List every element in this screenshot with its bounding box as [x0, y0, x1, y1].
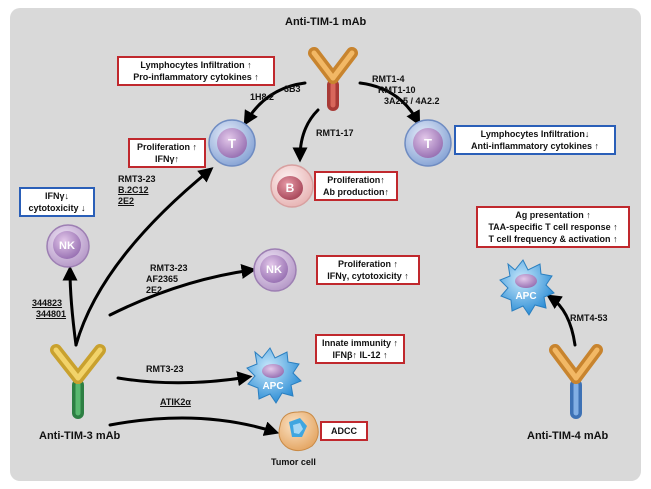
tumor-cell-icon	[278, 411, 319, 452]
effect-line: Innate immunity ↑	[321, 338, 398, 348]
effect-line: cytotoxicity ↓	[28, 203, 86, 213]
clone-af2365: AF2365	[146, 274, 179, 284]
clone-344823: 344823	[32, 298, 63, 308]
effect-line: Lymphocytes Infiltration ↑	[140, 60, 252, 70]
t-cell-left-icon: T	[208, 119, 256, 167]
tim1-title: Anti-TIM-1 mAb	[285, 16, 367, 28]
t-cell-left-label: T	[228, 136, 236, 151]
effect-box-tim1-right: Lymphocytes Infiltration↓ Anti-inflammat…	[454, 125, 616, 155]
arrow-tim1-to-t-left	[243, 81, 307, 126]
arrow-tim4-to-apc	[546, 294, 577, 347]
effect-box-adcc: ADCC	[320, 421, 368, 441]
effect-box-apc-mid: Innate immunity ↑ IFNβ↑ IL-12 ↑	[315, 334, 405, 364]
effect-line: Proliferation ↑	[337, 259, 398, 269]
apc-right-icon: APC	[499, 259, 555, 316]
clone-1h82: 1H8.2	[250, 92, 275, 102]
arrow-tim1-to-b	[292, 108, 320, 163]
effect-box-nk-left: IFNγ↓ cytotoxicity ↓	[19, 187, 95, 217]
effect-box-apc-right: Ag presentation ↑ TAA-specific T cell re…	[476, 206, 630, 248]
clone-3b3: 3B3	[284, 84, 301, 94]
effect-box-tim1-left: Lymphocytes Infiltration ↑ Pro-inflammat…	[117, 56, 275, 86]
tim3-title: Anti-TIM-3 mAb	[39, 430, 121, 442]
clone-rmt3-23-nk: RMT3-23	[150, 263, 188, 273]
t-cell-right-label: T	[424, 136, 432, 151]
effect-line: T cell frequency & activation ↑	[488, 234, 618, 244]
nk-cell-left-icon: NK	[46, 224, 90, 268]
clone-rmt1-17: RMT1-17	[316, 128, 354, 138]
nk-cell-mid-icon: NK	[253, 248, 297, 292]
clone-2e2-nk: 2E2	[146, 285, 163, 295]
tumor-cell-label: Tumor cell	[271, 457, 316, 467]
clone-atik2a: ATIK2α	[160, 397, 191, 407]
effect-line: Ab production↑	[323, 187, 389, 197]
tim4-title: Anti-TIM-4 mAb	[527, 430, 609, 442]
nk-cell-left-label: NK	[59, 240, 75, 252]
effect-line: Lymphocytes Infiltration↓	[480, 129, 590, 139]
effect-line: TAA-specific T cell response ↑	[488, 222, 618, 232]
arrow-tim3-to-nk-left	[62, 265, 78, 347]
apc-right-label: APC	[515, 291, 536, 302]
effect-box-b-proliferation: Proliferation↑ Ab production↑	[314, 171, 398, 201]
t-cell-right-icon: T	[404, 119, 452, 167]
effect-line: ADCC	[331, 426, 357, 436]
clone-b2c12: B.2C12	[118, 185, 149, 195]
effect-line: Anti-inflammatory cytokines ↑	[470, 141, 600, 151]
effect-line: IFNγ↑	[154, 154, 179, 164]
clone-rmt4-53: RMT4-53	[570, 313, 608, 323]
nk-cell-mid-label: NK	[266, 264, 282, 276]
effect-line: Proliferation ↑	[136, 142, 197, 152]
effect-box-nk-mid: Proliferation ↑ IFNγ, cytotoxicity ↑	[316, 255, 420, 285]
arrow-tim3-to-t	[74, 167, 214, 347]
effect-line: IFNγ, cytotoxicity ↑	[327, 271, 409, 281]
clone-344801: 344801	[36, 309, 67, 319]
clone-3a25-4a22: 3A2.5 / 4A2.2	[384, 96, 440, 106]
b-cell-icon: B	[270, 164, 314, 208]
arrow-tim3-to-apc-mid	[116, 371, 253, 387]
antibody-tim3-icon	[50, 344, 106, 419]
effect-line: Pro-inflammatory cytokines ↑	[133, 72, 259, 82]
antibody-tim4-icon	[549, 344, 603, 419]
apc-mid-label: APC	[262, 381, 283, 392]
clone-rmt3-23-t: RMT3-23	[118, 174, 156, 184]
effect-box-t-proliferation: Proliferation ↑ IFNγ↑	[128, 138, 206, 168]
clone-rmt3-23-apc: RMT3-23	[146, 364, 184, 374]
arrows	[62, 81, 577, 436]
arrow-tim3-to-tumor	[108, 416, 280, 436]
effect-line: IFNβ↑ IL-12 ↑	[332, 350, 388, 360]
b-cell-label: B	[286, 181, 295, 195]
effect-line: Proliferation↑	[327, 175, 385, 185]
effect-line: IFNγ↓	[44, 191, 69, 201]
apc-mid-icon: APC	[246, 347, 302, 404]
arrow-tim1-to-t-right	[358, 81, 421, 126]
clone-rmt1-4: RMT1-4	[372, 74, 405, 84]
clone-rmt1-10: RMT1-10	[378, 85, 416, 95]
arrow-tim3-to-nk-mid	[108, 264, 257, 317]
clone-2e2-t: 2E2	[118, 196, 135, 206]
antibody-tim1-icon	[308, 47, 358, 111]
effect-line: Ag presentation ↑	[515, 210, 591, 220]
